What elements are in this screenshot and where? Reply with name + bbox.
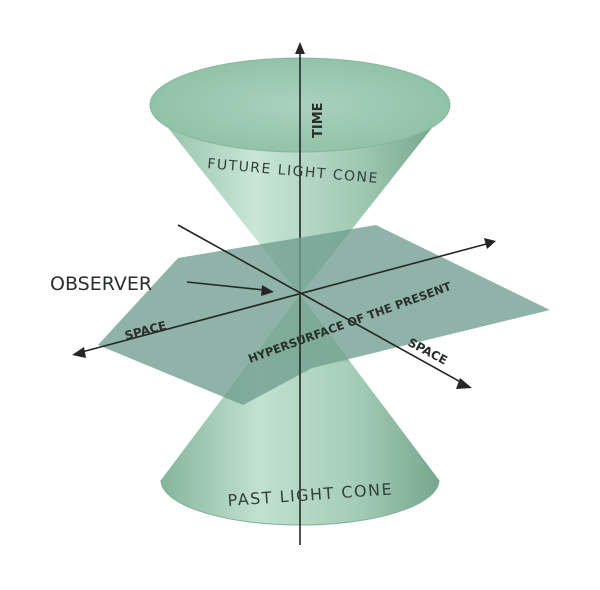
time-label: TIME [311, 102, 326, 138]
space-axis-front-back [177, 224, 472, 389]
observer-label: OBSERVER [50, 273, 152, 295]
hypersurface-plane [98, 225, 550, 405]
observer-arrow [186, 281, 274, 296]
time-axis-arrowhead [295, 42, 305, 54]
space-axis-left-right [72, 238, 496, 358]
